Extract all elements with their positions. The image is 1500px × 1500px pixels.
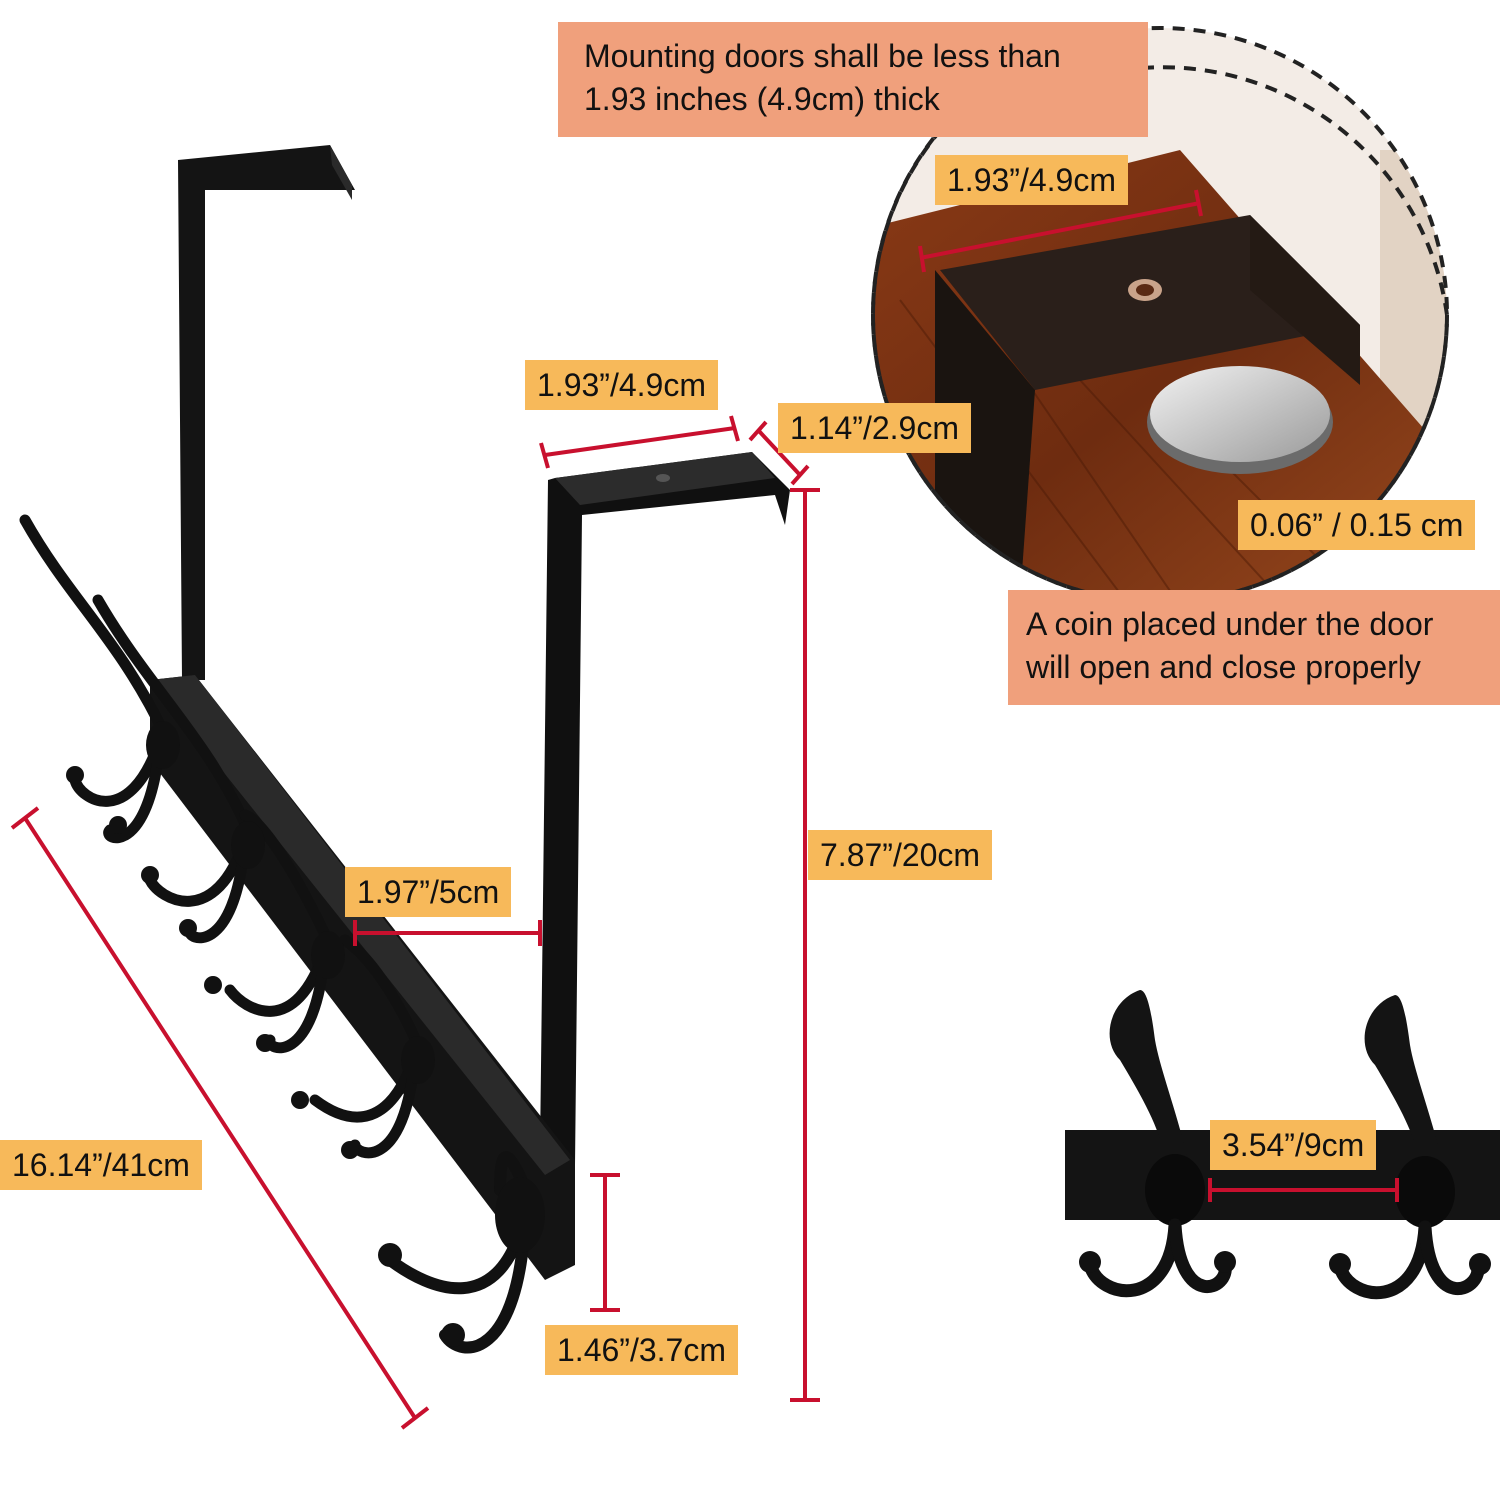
hook-top — [1364, 995, 1445, 1175]
door-thickness-note-line2: 1.93 inches (4.9cm) thick — [584, 81, 940, 117]
coin-note-line2: will open and close properly — [1026, 649, 1421, 685]
hook-top — [1109, 990, 1190, 1170]
door-thickness-note-line1: Mounting doors shall be less than — [584, 38, 1061, 74]
bracket-height-label: 7.87”/20cm — [808, 830, 993, 880]
bracket-width-detail-label: 1.93”/4.9cm — [935, 155, 1128, 205]
coin-note: A coin placed under the door will open a… — [1008, 590, 1500, 705]
hook — [19, 514, 171, 844]
measure-rack-length — [10, 806, 430, 1430]
measure-bracket-height — [790, 488, 820, 1402]
front-bracket — [540, 452, 790, 1165]
coin-note-line1: A coin placed under the door — [1026, 606, 1434, 642]
measure-rail-depth — [353, 920, 542, 946]
bracket-side — [935, 270, 1035, 600]
rack-length-label: 16.14”/41cm — [0, 1140, 202, 1190]
door-thickness-note: Mounting doors shall be less than 1.93 i… — [558, 22, 1148, 137]
hook-knobs — [66, 721, 545, 1347]
clearance-gap-label: 0.06” / 0.15 cm — [1238, 500, 1476, 550]
hook-spacing-label: 3.54”/9cm — [1210, 1120, 1377, 1170]
hook-height-label: 1.46”/3.7cm — [545, 1325, 738, 1375]
rail-depth-label: 1.97”/5cm — [345, 867, 512, 917]
bracket-lip-label: 1.14”/2.9cm — [778, 403, 971, 453]
measure-bracket-width — [539, 415, 740, 469]
back-bracket — [178, 145, 355, 680]
coin-icon — [1150, 366, 1330, 462]
measure-hook-height — [590, 1173, 620, 1312]
bracket-width-label: 1.93”/4.9cm — [525, 360, 718, 410]
